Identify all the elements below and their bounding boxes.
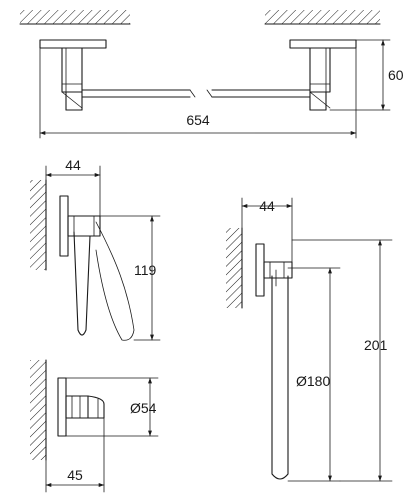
hook-wall bbox=[30, 359, 47, 461]
dimension-label-60: 60 bbox=[388, 67, 404, 83]
holder-wall bbox=[30, 179, 47, 271]
front-left-wall-plate bbox=[39, 39, 107, 49]
holder-rosette bbox=[59, 195, 69, 257]
side-view-holder: 44 119 bbox=[30, 157, 161, 341]
front-view: 654 60 bbox=[19, 10, 404, 139]
dimension-label-54: Ø54 bbox=[130, 400, 157, 416]
dimension-height-119: 119 bbox=[99, 215, 161, 341]
dimension-diameter-180: Ø180 bbox=[287, 267, 341, 482]
hook-rosette bbox=[57, 377, 67, 437]
front-left-bar bbox=[81, 89, 196, 98]
dimension-height-60: 60 bbox=[329, 39, 404, 111]
dimension-label-44-holder: 44 bbox=[65, 157, 81, 173]
ring-bracket bbox=[263, 261, 293, 279]
front-right-wall-plate bbox=[289, 39, 357, 49]
ring-wall bbox=[226, 227, 243, 309]
hook-body bbox=[65, 395, 105, 419]
front-right-post bbox=[309, 47, 331, 111]
dimension-depth-45: 45 bbox=[45, 417, 105, 493]
front-left-post bbox=[61, 47, 83, 111]
dimension-label-180: Ø180 bbox=[296, 373, 330, 389]
holder-bracket bbox=[67, 215, 101, 237]
ring-rosette bbox=[255, 243, 265, 297]
dimension-depth-44-holder: 44 bbox=[45, 157, 101, 217]
dimension-label-45: 45 bbox=[67, 467, 83, 483]
front-left-wall-hatch bbox=[19, 10, 131, 25]
holder-swing-arm bbox=[73, 221, 135, 341]
ring-loop bbox=[271, 269, 289, 480]
dimension-diameter-54: Ø54 bbox=[65, 377, 159, 437]
dimension-label-44-ring: 44 bbox=[259, 198, 275, 214]
dimension-label-201: 201 bbox=[364, 337, 388, 353]
side-view-towel-ring: 44 Ø180 201 bbox=[226, 197, 393, 482]
dimension-depth-44-ring: 44 bbox=[241, 197, 293, 263]
front-right-wall-hatch bbox=[264, 10, 381, 25]
dimension-label-654: 654 bbox=[186, 112, 210, 128]
dimension-height-201: 201 bbox=[291, 239, 393, 482]
side-view-hook: Ø54 45 bbox=[30, 359, 159, 493]
dimension-label-119: 119 bbox=[134, 262, 157, 278]
dimension-width-654: 654 bbox=[39, 47, 357, 139]
front-right-bar bbox=[206, 89, 311, 98]
